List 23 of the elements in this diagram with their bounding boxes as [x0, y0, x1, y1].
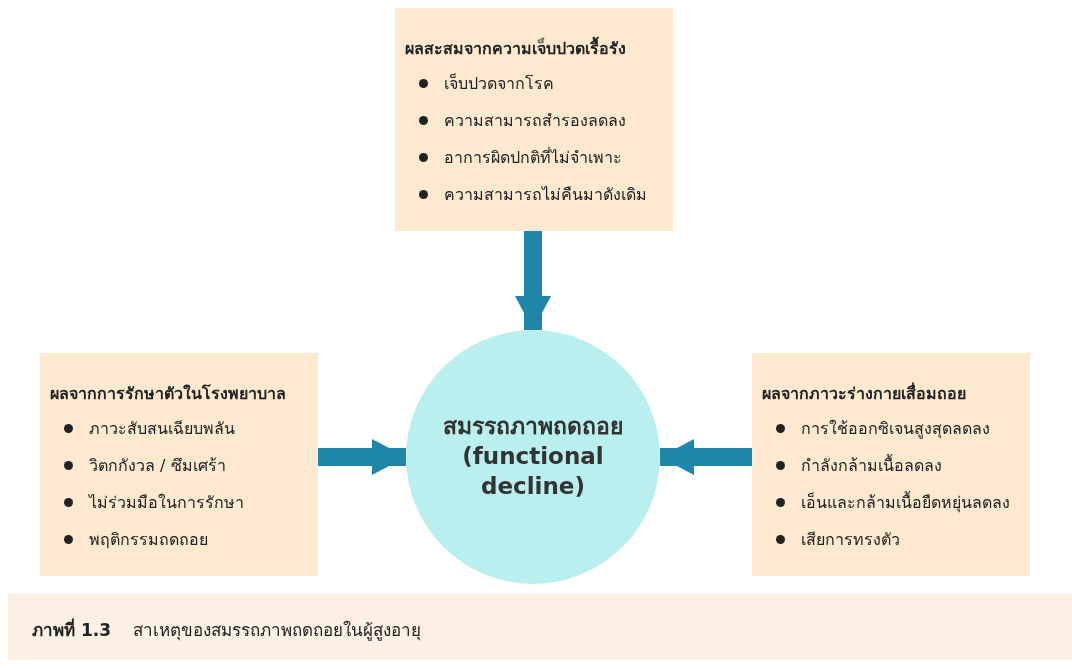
- block-arrow: [660, 439, 752, 475]
- figure-caption: ภาพที่ 1.3 สาเหตุของสมรรถภาพถดถอยในผู้สูงอายุ: [32, 617, 421, 643]
- cause-box: [752, 353, 1030, 576]
- bullet-item: อาการผิดปกติที่ไม่จำเพาะ: [444, 146, 622, 169]
- block-arrow: [515, 231, 551, 330]
- box-heading: ผลสะสมจากความเจ็บปวดเรื้อรัง: [405, 36, 626, 61]
- bullet-item: วิตกกังวล / ซึมเศร้า: [89, 455, 226, 477]
- block-arrow: [318, 439, 406, 475]
- bullet-item: กำลังกล้ามเนื้อลดลง: [801, 453, 942, 477]
- cause-box: [395, 8, 673, 231]
- bullet-item: พฤติกรรมถดถอย: [89, 529, 208, 551]
- bullet-item: เจ็บปวดจากโรค: [444, 72, 554, 95]
- box-heading: ผลจากการรักษาตัวในโรงพยาบาล: [50, 383, 286, 405]
- bullet-item: ไม่ร่วมมือในการรักษา: [89, 492, 244, 514]
- cause-box: [40, 353, 318, 576]
- bullet-item: ความสามารถสำรองลดลง: [444, 110, 626, 132]
- bullet-item: ความสามารถไม่คืนมาดังเดิม: [444, 184, 647, 206]
- bullet-item: เอ็นและกล้ามเนื้อยืดหยุ่นลดลง: [801, 490, 1010, 515]
- bullet-item: เสียการทรงตัว: [801, 529, 900, 551]
- bullet-item: การใช้ออกซิเจนสูงสุดลดลง: [801, 418, 990, 441]
- circle-label: สมรรถภาพถดถอย (functional decline): [443, 412, 623, 501]
- box-heading: ผลจากภาวะร่างกายเสื่อมถอย: [762, 381, 966, 405]
- bullet-item: ภาวะสับสนเฉียบพลัน: [89, 418, 235, 440]
